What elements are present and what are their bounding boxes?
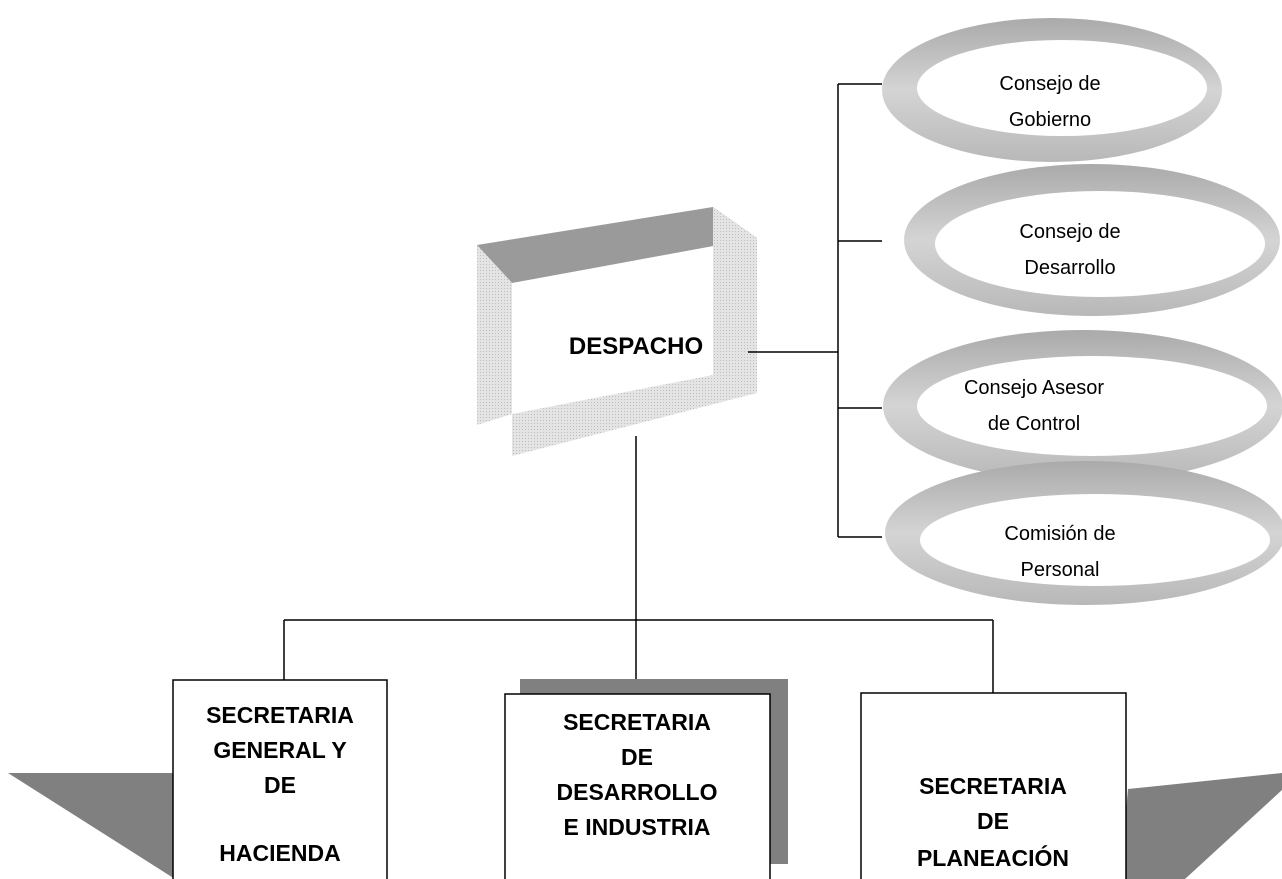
- secretaria-label-line2: DE: [621, 744, 653, 770]
- secretaria-label-line4: HACIENDA: [219, 840, 340, 866]
- council-label-line1: Comisión de: [1004, 523, 1115, 545]
- secretaria-label-line1: SECRETARIA: [563, 709, 711, 735]
- secretaria-general-hacienda: SECRETARIA GENERAL Y DE HACIENDA: [172, 679, 388, 879]
- council-node-control: Consejo Asesor de Control: [883, 330, 1282, 482]
- council-node-desarrollo: Consejo de Desarrollo: [904, 164, 1280, 316]
- secretaria-planeacion: SECRETARIA DE PLANEACIÓN: [860, 692, 1127, 879]
- secretaria-desarrollo-industria: SECRETARIA DE DESARROLLO E INDUSTRIA: [504, 679, 788, 879]
- council-label-line1: Consejo Asesor: [964, 377, 1104, 399]
- council-node-gobierno: Consejo de Gobierno: [882, 18, 1222, 162]
- despacho-label: DESPACHO: [569, 333, 703, 360]
- council-node-personal: Comisión de Personal: [885, 461, 1282, 605]
- secretaria-label-line2: GENERAL Y: [213, 737, 346, 763]
- council-label-line2: de Control: [988, 413, 1080, 435]
- council-label-line2: Personal: [1021, 559, 1100, 581]
- secretaria-label-line1: SECRETARIA: [919, 773, 1067, 799]
- secretaria-label-line3: PLANEACIÓN: [917, 844, 1069, 871]
- council-label-line1: Consejo de: [1019, 221, 1120, 243]
- secretaria-label-line3: DE: [264, 772, 296, 798]
- secretaria-label-line2: DE: [977, 808, 1009, 834]
- despacho-node: DESPACHO: [477, 207, 757, 456]
- secretaria-label-line3: DESARROLLO: [557, 779, 718, 805]
- council-label-line1: Consejo de: [999, 73, 1100, 95]
- council-label-line2: Desarrollo: [1024, 257, 1115, 279]
- secretaria-label-line4: E INDUSTRIA: [564, 814, 711, 840]
- connector-lines: [283, 83, 994, 693]
- council-label-line2: Gobierno: [1009, 109, 1091, 131]
- secretaria-label-line1: SECRETARIA: [206, 702, 354, 728]
- right-chevron-shape: [1120, 773, 1282, 879]
